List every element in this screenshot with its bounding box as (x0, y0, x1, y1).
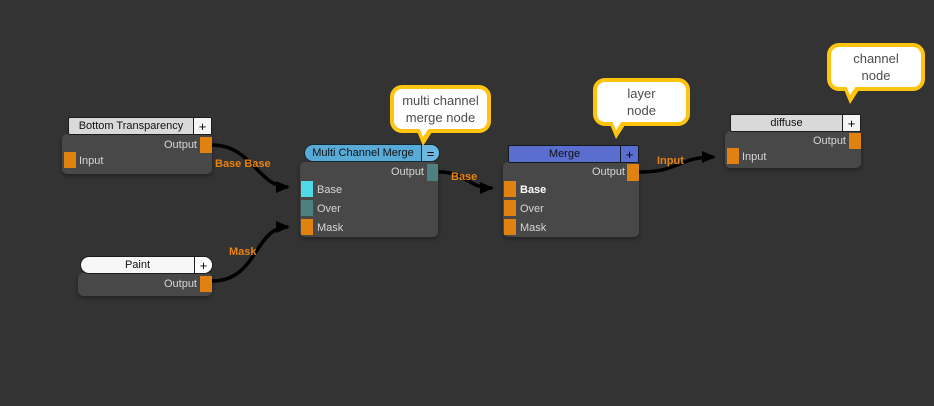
port-label-mask: Mask (317, 222, 344, 234)
menu-button[interactable]: = (421, 145, 439, 161)
callout-tail (418, 125, 431, 137)
port-input[interactable] (64, 152, 76, 168)
node-bottom-transparency-titlebar[interactable]: Bottom Transparency + (68, 117, 212, 135)
wire-merge-to-diffuse-input[interactable] (638, 151, 716, 174)
callout-line: channel (853, 51, 899, 66)
wire-paint-to-mcm-mask[interactable] (211, 221, 290, 283)
port-label-output: Output (163, 278, 197, 290)
port-mask[interactable] (504, 219, 516, 235)
port-label-over: Over (520, 203, 544, 215)
port-output[interactable] (849, 133, 861, 149)
port-output[interactable] (627, 164, 639, 181)
node-merge-titlebar[interactable]: Merge + (508, 145, 639, 163)
port-label-base: Base (520, 184, 547, 196)
port-label-over: Over (317, 203, 341, 215)
port-over[interactable] (504, 200, 516, 216)
node-diffuse[interactable]: Output Input (725, 131, 861, 168)
wire-label-base: Base (451, 171, 478, 183)
port-label-output: Output (591, 166, 625, 178)
port-output[interactable] (200, 276, 212, 292)
node-title: Bottom Transparency (78, 120, 184, 132)
callout-line: multi channel (402, 93, 479, 108)
port-label-output: Output (390, 166, 424, 178)
callout-layer-node: layer node (593, 78, 690, 139)
callout-tail (611, 118, 624, 130)
node-paint[interactable]: Output (78, 273, 212, 296)
node-multi-channel-merge[interactable]: Output Base Over Mask (300, 162, 438, 237)
port-label-input: Input (79, 155, 104, 167)
add-port-button[interactable]: + (842, 115, 860, 131)
port-base[interactable] (504, 181, 516, 197)
callout-line: layer (627, 86, 656, 101)
node-multi-channel-merge-titlebar[interactable]: Multi Channel Merge = (304, 144, 440, 162)
wire-label-mask: Mask (229, 246, 257, 258)
callout-multi-channel-merge-node: multi channel merge node (390, 85, 491, 146)
node-title: Multi Channel Merge (312, 147, 414, 159)
port-base[interactable] (301, 181, 313, 197)
add-port-button[interactable]: + (194, 257, 212, 273)
node-merge[interactable]: Output Base Over Mask (503, 162, 639, 237)
node-paint-titlebar[interactable]: Paint + (80, 256, 213, 274)
callout-line: merge node (405, 110, 476, 125)
port-output[interactable] (427, 164, 438, 181)
wire-label-base-base: Base Base (215, 158, 271, 170)
callout-line: node (627, 103, 656, 118)
node-title: diffuse (770, 117, 803, 129)
wire-mcm-to-merge-base[interactable] (438, 170, 494, 194)
wire-label-input: Input (657, 155, 684, 167)
port-label-mask: Mask (520, 222, 547, 234)
add-port-button[interactable]: + (620, 146, 638, 162)
port-label-output: Output (163, 139, 197, 151)
port-label-input: Input (742, 151, 767, 163)
port-label-base: Base (317, 184, 343, 196)
callout-channel-node: channel node (827, 43, 925, 104)
node-diffuse-titlebar[interactable]: diffuse + (730, 114, 861, 132)
port-mask[interactable] (301, 219, 313, 235)
port-over[interactable] (301, 200, 313, 216)
port-label-output: Output (812, 135, 846, 147)
node-title: Merge (548, 148, 581, 160)
port-input[interactable] (727, 148, 739, 164)
node-title: Paint (124, 259, 151, 271)
callout-line: node (861, 68, 891, 83)
add-port-button[interactable]: + (193, 118, 211, 134)
port-output[interactable] (200, 137, 212, 153)
node-bottom-transparency[interactable]: Output Input (62, 134, 212, 174)
wire-bottom-transparency-to-mcm-base[interactable] (211, 143, 290, 193)
callout-tail (845, 83, 858, 95)
